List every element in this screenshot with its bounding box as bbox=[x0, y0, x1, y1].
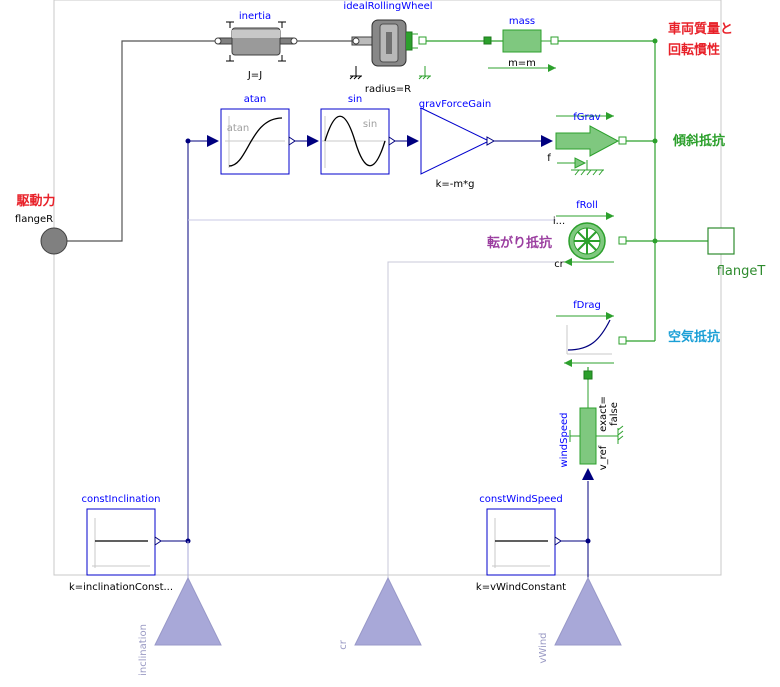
constwindspeed-param: k=vWindConstant bbox=[476, 582, 566, 593]
fdrag-block[interactable] bbox=[556, 312, 627, 380]
annotation-vehicle-mass-line2: 回転慣性 bbox=[668, 42, 720, 58]
annotation-rolling-resistance: 転がり抵抗 bbox=[487, 235, 552, 251]
junction-dot bbox=[185, 138, 191, 144]
windspeed-param-2: false bbox=[609, 402, 620, 426]
atan-block[interactable] bbox=[207, 108, 296, 175]
vwind-input-port[interactable] bbox=[554, 576, 622, 646]
inertia-name: inertia bbox=[239, 11, 271, 22]
inclination-input-label: inclination bbox=[138, 624, 149, 676]
vwind-input-label: vWind bbox=[538, 632, 549, 663]
annotation-drive-force: 駆動力 bbox=[16, 193, 55, 209]
cr-input-port[interactable] bbox=[354, 576, 422, 646]
flangeR-port[interactable] bbox=[40, 227, 68, 255]
windspeed-name: windSpeed bbox=[559, 413, 570, 468]
fgrav-block[interactable] bbox=[541, 112, 627, 176]
annotation-air-resistance: 空気抵抗 bbox=[668, 329, 720, 345]
junction-dot bbox=[652, 138, 658, 144]
constwindspeed-block[interactable] bbox=[486, 508, 562, 576]
connection-constinclination-atan[interactable] bbox=[161, 140, 218, 542]
froll-port-cr: cr bbox=[554, 259, 564, 270]
windspeed-vref-label: v_ref bbox=[598, 445, 609, 470]
annotation-vehicle-mass-line1: 車両質量と bbox=[668, 21, 733, 37]
wheel-name: idealRollingWheel bbox=[343, 1, 432, 12]
mass-param: m=m bbox=[508, 58, 536, 69]
connection-flangeR-inertia[interactable] bbox=[67, 40, 218, 242]
flangeT-port[interactable] bbox=[707, 227, 735, 255]
mass-name: mass bbox=[509, 16, 535, 27]
fdrag-name: fDrag bbox=[573, 300, 601, 311]
flangeT-label: flangeT bbox=[717, 264, 766, 279]
froll-port-i: i... bbox=[553, 216, 565, 227]
constinclination-param: k=inclinationConst... bbox=[69, 582, 173, 593]
annotation-slope-resistance: 傾斜抵抗 bbox=[672, 133, 725, 149]
wheel-block[interactable] bbox=[349, 19, 431, 80]
fgrav-name: fGrav bbox=[573, 112, 601, 123]
froll-name: fRoll bbox=[576, 200, 598, 211]
sin-inner-label: sin bbox=[363, 119, 377, 130]
sin-name: sin bbox=[348, 94, 362, 105]
mass-block[interactable] bbox=[483, 29, 559, 72]
gain-block[interactable] bbox=[407, 107, 496, 175]
inertia-param: J=J bbox=[247, 70, 262, 81]
gain-param: k=-m*g bbox=[436, 179, 475, 190]
junction-dot bbox=[652, 238, 658, 244]
inertia-block[interactable] bbox=[214, 21, 298, 62]
connection-cr-froll[interactable] bbox=[387, 261, 556, 580]
atan-name: atan bbox=[244, 94, 267, 105]
wheel-param: radius=R bbox=[365, 84, 411, 95]
windspeed-param-1: exact= bbox=[598, 396, 609, 432]
constwindspeed-name: constWindSpeed bbox=[479, 494, 563, 505]
constinclination-block[interactable] bbox=[86, 508, 162, 576]
constinclination-name: constInclination bbox=[81, 494, 160, 505]
froll-block[interactable] bbox=[556, 212, 627, 266]
sin-block[interactable] bbox=[307, 108, 396, 175]
connection-constwind-windspeed[interactable] bbox=[557, 481, 589, 542]
atan-inner-label: atan bbox=[227, 123, 250, 134]
fgrav-port-label: f bbox=[547, 153, 551, 164]
windspeed-block[interactable] bbox=[569, 380, 624, 480]
junction-dot bbox=[652, 38, 658, 44]
inclination-input-port[interactable] bbox=[154, 576, 222, 646]
cr-input-label: cr bbox=[338, 639, 349, 649]
flangeR-label: flangeR bbox=[15, 214, 53, 225]
gain-name: gravForceGain bbox=[419, 99, 492, 110]
